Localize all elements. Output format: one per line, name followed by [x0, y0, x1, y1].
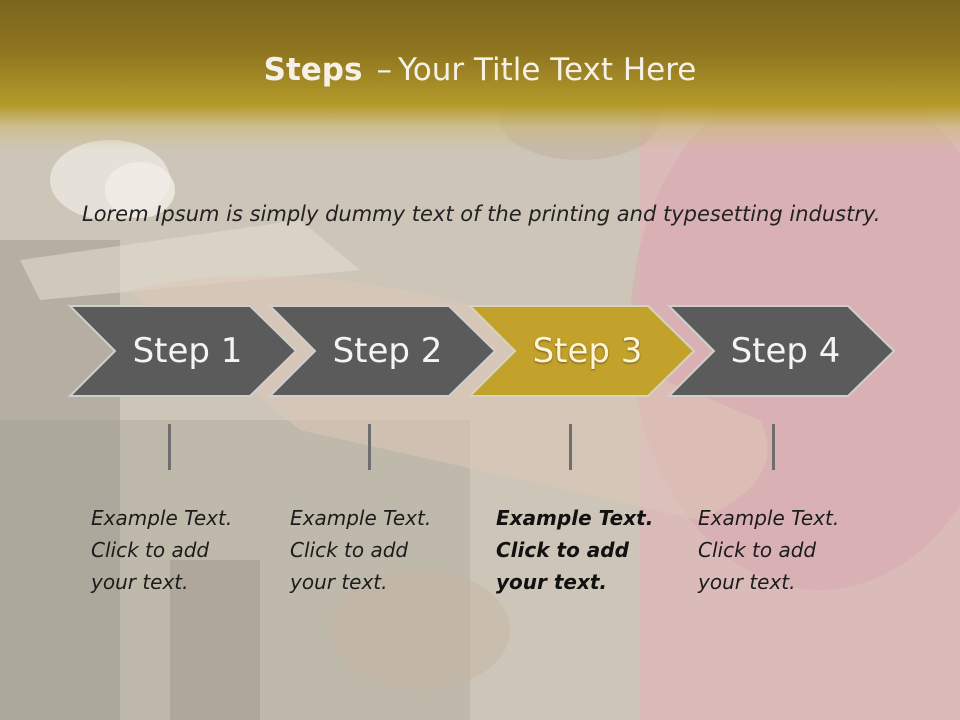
intro-text[interactable]: Lorem Ipsum is simply dummy text of the …: [82, 202, 881, 226]
step-2-description[interactable]: Example Text. Click to add your text.: [290, 506, 432, 594]
step-3-arrow[interactable]: [467, 305, 696, 397]
step-4-description[interactable]: Example Text. Click to add your text.: [698, 506, 840, 594]
title-bar: [0, 0, 960, 150]
title-text: Your Title Text Here: [397, 52, 697, 88]
step-3-label: Step 3: [532, 331, 643, 371]
step-2-label: Step 2: [332, 331, 443, 371]
step-4-connector: [772, 424, 775, 470]
step-1-connector: [168, 424, 171, 470]
title-bold: Steps: [263, 52, 363, 88]
step-2-connector: [368, 424, 371, 470]
step-3-connector: [569, 424, 572, 470]
step-3-description[interactable]: Example Text. Click to add your text.: [496, 506, 654, 594]
step-1-label: Step 1: [132, 331, 243, 371]
slide-title[interactable]: Steps–Your Title Text Here: [0, 52, 960, 88]
step-4-label: Step 4: [730, 331, 841, 371]
step-2-arrow[interactable]: [267, 305, 497, 397]
title-separator: –: [376, 52, 392, 88]
step-1-description[interactable]: Example Text. Click to add your text.: [91, 506, 233, 594]
step-4-arrow[interactable]: [666, 305, 896, 397]
step-1-arrow[interactable]: [67, 305, 298, 397]
